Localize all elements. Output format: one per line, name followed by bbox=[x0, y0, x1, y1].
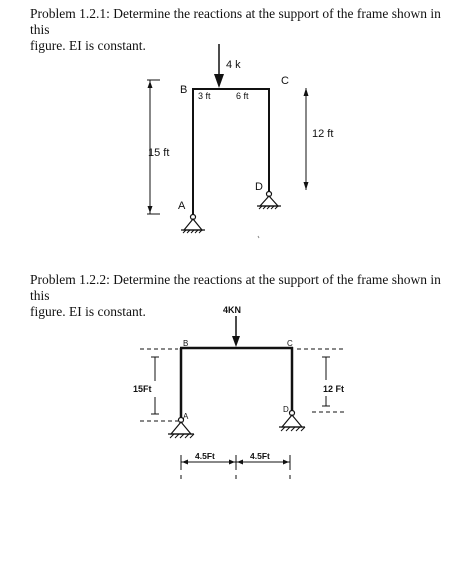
fig1-dim-15ft: 15 ft bbox=[148, 147, 169, 159]
fig1-load-label: 4 k bbox=[226, 59, 241, 71]
fig2-load-label: 4KN bbox=[223, 305, 241, 315]
fig1-node-b: B bbox=[180, 84, 187, 96]
fig1-node-a: A bbox=[178, 200, 186, 212]
fig2-node-c: C bbox=[287, 339, 293, 348]
fig2-pin-support-a bbox=[168, 416, 195, 439]
fig2-left-dimension bbox=[140, 348, 178, 422]
fig2-dim-right-span: 4.5Ft bbox=[250, 451, 270, 461]
fig2-pin-support-d bbox=[279, 409, 306, 432]
fig1-node-c: C bbox=[281, 75, 289, 87]
fig1-dim-12ft: 12 ft bbox=[312, 128, 333, 140]
fig1-pin-support-d bbox=[257, 190, 281, 210]
fig2-dim-15ft: 15Ft bbox=[133, 384, 152, 394]
fig2-span-dimension bbox=[180, 455, 291, 479]
fig2-node-a: A bbox=[183, 412, 189, 421]
figure-1 bbox=[147, 44, 309, 239]
fig2-dim-12ft: 12 Ft bbox=[323, 384, 344, 394]
figure-2-labels: 4KN B C 15Ft 12 Ft D A 4.5Ft 4.5Ft bbox=[133, 305, 344, 461]
fig1-load-arrow bbox=[214, 44, 224, 88]
fig1-left-dimension bbox=[147, 79, 160, 215]
fig2-load-arrow bbox=[232, 316, 240, 347]
problem-2-line-2: figure. EI is constant. bbox=[30, 304, 146, 319]
fig1-pin-support-a bbox=[181, 213, 205, 234]
fig2-right-dimension bbox=[297, 348, 346, 413]
problem-2-statement: Problem 1.2.2: Determine the reactions a… bbox=[30, 272, 450, 320]
fig1-dim-3ft: 3 ft bbox=[198, 91, 211, 101]
fig1-stray-mark bbox=[257, 235, 260, 239]
problem-1-statement: Problem 1.2.1: Determine the reactions a… bbox=[30, 6, 450, 54]
problem-2-line-1: Problem 1.2.2: Determine the reactions a… bbox=[30, 272, 441, 303]
fig1-node-d: D bbox=[255, 181, 263, 193]
fig1-right-dimension bbox=[303, 88, 309, 190]
figure-1-labels: 4 k B 3 ft 6 ft C 12 ft 15 ft D A bbox=[148, 59, 333, 212]
fig2-dim-left-span: 4.5Ft bbox=[195, 451, 215, 461]
problem-1-line-2: figure. EI is constant. bbox=[30, 38, 146, 53]
fig2-node-d: D bbox=[283, 405, 289, 414]
fig1-dim-6ft: 6 ft bbox=[236, 91, 249, 101]
figure-2 bbox=[140, 316, 346, 479]
fig2-node-b: B bbox=[183, 339, 188, 348]
problem-1-line-1: Problem 1.2.1: Determine the reactions a… bbox=[30, 6, 441, 37]
